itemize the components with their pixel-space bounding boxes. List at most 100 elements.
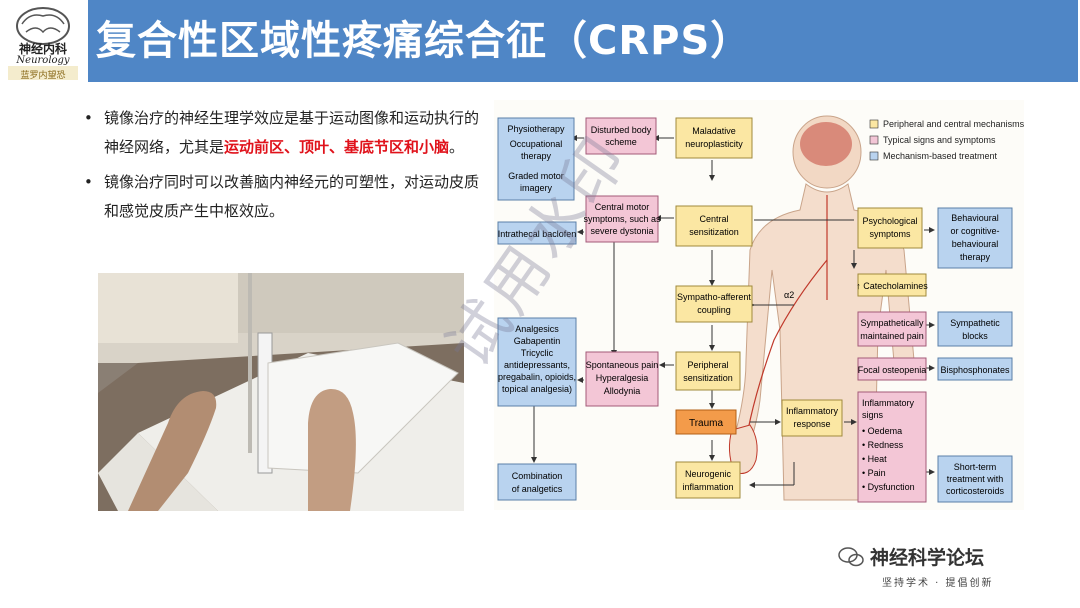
box-central-motor-symptoms: Central motor symptoms, such as severe d…: [583, 195, 661, 243]
box-text: blocks: [962, 331, 988, 341]
legend: Peripheral and central mechanisms Typica…: [869, 119, 1025, 161]
box-maladaptive-neuroplasticity: Maladative neuroplasticity: [675, 117, 753, 159]
box-text: Intrathecal baclofen: [498, 229, 577, 239]
box-text: Graded motor: [508, 171, 564, 181]
box-physiotherapy: Physiotherapy Occupational therapy Grade…: [497, 117, 575, 201]
box-text: of analgetics: [512, 484, 563, 494]
box-text: neuroplasticity: [685, 139, 743, 149]
brand-slogan: 坚持学术 · 提倡创新: [882, 578, 994, 589]
box-text: symptoms: [869, 229, 911, 239]
legend-item-2: Typical signs and symptoms: [883, 135, 996, 145]
box-sympathetic-blocks: Sympathetic blocks: [937, 311, 1013, 347]
brand-footer: 神经科学论坛: [838, 543, 984, 570]
brand-name: 神经科学论坛: [870, 547, 985, 569]
connector-arrows: [531, 135, 935, 488]
crps-mechanism-diagram: Peripheral and central mechanisms Typica…: [494, 100, 1025, 510]
legend-item-3: Mechanism-based treatment: [883, 151, 998, 161]
box-text: • Oedema: [862, 426, 902, 436]
box-peripheral-sensitization: Peripheral sensitization: [675, 351, 741, 391]
box-text: imagery: [520, 183, 553, 193]
box-central-sensitization: Central sensitization: [675, 205, 753, 247]
box-text: Disturbed body: [591, 125, 652, 135]
header: 神经内科 Neurology 蓝罗内望恐 复合性区域性疼痛综合征（CRPS）: [0, 0, 1080, 84]
box-inflammatory-signs: Inflammatory signs • Oedema • Redness • …: [857, 391, 927, 503]
box-text: Sympathetically: [860, 318, 924, 328]
box-text: Maladative: [692, 126, 736, 136]
box-text: corticosteroids: [946, 486, 1005, 496]
box-text: Inflammatory: [862, 398, 915, 408]
box-disturbed-body-scheme: Disturbed body scheme: [585, 117, 657, 155]
neurology-logo: 神经内科 Neurology 蓝罗内望恐: [6, 4, 80, 82]
box-text: Central: [699, 214, 728, 224]
box-behavioural-therapy: Behavioural or cognitive- behavioural th…: [937, 207, 1013, 269]
box-text: Occupational: [510, 139, 563, 149]
box-text: Behavioural: [951, 213, 999, 223]
box-text: • Redness: [862, 440, 904, 450]
box-sympatho-afferent-coupling: Sympatho-afferent coupling: [675, 285, 753, 323]
box-text: sensitization: [689, 227, 739, 237]
box-text: scheme: [605, 137, 637, 147]
box-text: symptoms, such as: [583, 214, 661, 224]
box-text: treatment with: [947, 474, 1004, 484]
box-text: signs: [862, 410, 884, 420]
box-text: Spontaneous pain: [586, 360, 659, 370]
box-text: behavioural: [952, 239, 999, 249]
bullet-dot: •: [84, 173, 93, 191]
legend-swatch-pink: [869, 135, 879, 145]
box-text: Bisphosphonates: [940, 365, 1010, 375]
bullet-item-2: • 镜像治疗同时可以改善脑内神经元的可塑性，对运动皮质和感觉皮质产生中枢效应。: [82, 168, 482, 226]
box-text: Tricyclic: [521, 348, 554, 358]
box-neurogenic-inflammation: Neurogenic inflammation: [675, 461, 741, 499]
box-combination-analgetics: Combination of analgetics: [497, 463, 577, 501]
box-text: Central motor: [595, 202, 650, 212]
box-text: Analgesics: [515, 324, 559, 334]
box-text: therapy: [521, 151, 552, 161]
box-text: Peripheral: [687, 360, 728, 370]
box-text: or cognitive-: [950, 226, 999, 236]
mirror-therapy-photo: [98, 273, 464, 511]
box-text: severe dystonia: [590, 226, 653, 236]
legend-swatch-yellow: [869, 119, 879, 129]
box-text: Focal osteopenia: [858, 365, 927, 375]
box-catecholamines: ↑ Catecholamines: [856, 273, 928, 297]
box-text: Sympathetic: [950, 318, 1000, 328]
box-text: pregabalin, opioids,: [498, 372, 576, 382]
box-sympathetically-maintained-pain: Sympathetically maintained pain: [857, 311, 927, 347]
brain-logo-icon: [8, 7, 78, 80]
box-text: • Dysfunction: [862, 482, 915, 492]
box-text: Hyperalgesia: [596, 373, 649, 383]
alpha2-label: α2: [784, 290, 794, 300]
bullet-1-text: 镜像治疗的神经生理学效应是基于运动图像和运动执行的神经网络，尤其是: [104, 109, 480, 156]
box-intrathecal-baclofen: Intrathecal baclofen: [497, 221, 577, 245]
wechat-icon: [838, 546, 864, 566]
box-text: Psychological: [862, 216, 917, 226]
box-text: inflammation: [682, 482, 733, 492]
box-text: • Heat: [862, 454, 887, 464]
box-text: Short-term: [954, 462, 997, 472]
box-text: Neurogenic: [685, 469, 732, 479]
box-text: therapy: [960, 252, 991, 262]
bullet-list: • 镜像治疗的神经生理学效应是基于运动图像和运动执行的神经网络，尤其是运动前区、…: [82, 104, 482, 232]
box-trauma: Trauma: [675, 409, 737, 435]
box-text: Trauma: [689, 418, 724, 429]
box-text: Allodynia: [604, 386, 641, 396]
mirror-therapy-illustration: [98, 273, 464, 511]
logo-line3: 蓝罗内望恐: [20, 71, 66, 81]
box-spontaneous-pain: Spontaneous pain Hyperalgesia Allodynia: [585, 351, 659, 407]
box-text: maintained pain: [860, 331, 924, 341]
box-text: • Pain: [862, 468, 886, 478]
box-analgesics: Analgesics Gabapentin Tricyclic antidepr…: [497, 317, 577, 407]
bullet-item-1: • 镜像治疗的神经生理学效应是基于运动图像和运动执行的神经网络，尤其是运动前区、…: [82, 104, 482, 162]
bullet-2-text: 镜像治疗同时可以改善脑内神经元的可塑性，对运动皮质和感觉皮质产生中枢效应。: [104, 173, 480, 220]
box-text: topical analgesia): [502, 384, 572, 394]
title-bar: [88, 0, 1078, 82]
box-bisphosphonates: Bisphosphonates: [937, 357, 1013, 381]
legend-swatch-blue: [869, 151, 879, 161]
box-text: ↑ Catecholamines: [856, 281, 928, 291]
box-inflammatory-response: Inflammatory response: [781, 399, 843, 437]
legend-item-1: Peripheral and central mechanisms: [883, 119, 1024, 129]
box-text: Sympatho-afferent: [677, 292, 751, 302]
box-text: coupling: [697, 305, 731, 315]
box-psychological-symptoms: Psychological symptoms: [857, 207, 923, 249]
bullet-1-highlight: 运动前区、顶叶、基底节区和小脑: [224, 138, 450, 156]
